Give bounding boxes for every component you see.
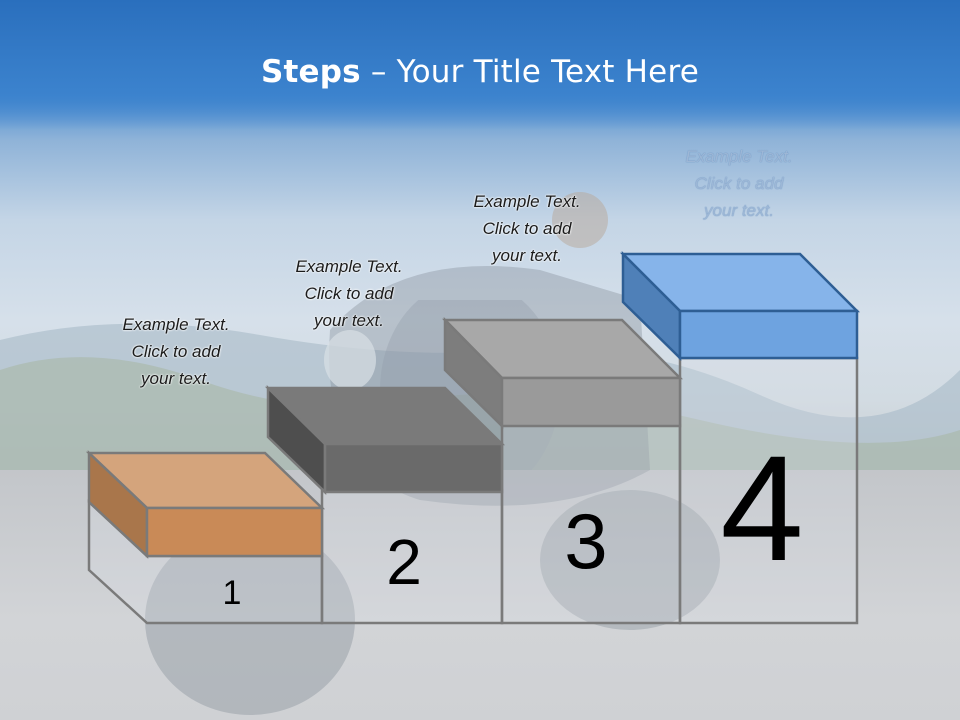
step-caption-3[interactable]: Example Text. Click to add your text. [437,188,617,269]
caption-line: Example Text. [295,257,403,276]
step-number-2: 2 [386,526,422,598]
caption-line: your text. [704,201,774,220]
caption-line: Click to add [694,174,784,193]
step-block-4[interactable] [619,250,861,361]
step-number-4: 4 [720,424,803,592]
caption-line: your text. [492,246,562,265]
step-block-3[interactable] [442,316,684,429]
step-caption-1[interactable]: Example Text. Click to add your text. [86,311,266,392]
step-block-1[interactable] [85,450,326,559]
caption-line: Click to add [131,342,221,361]
caption-line: Example Text. [473,192,581,211]
caption-line: your text. [314,311,384,330]
title-bold: Steps [260,54,361,90]
caption-line: Click to add [482,219,572,238]
title-rest: – Your Title Text Here [360,54,699,90]
step-number-3: 3 [564,497,607,585]
caption-line: Example Text. [122,315,230,334]
caption-line: Example Text. [685,147,793,166]
caption-line: Click to add [304,284,394,303]
slide-title[interactable]: Steps – Your Title Text Here [0,54,960,90]
caption-line: your text. [141,369,211,388]
step-caption-2[interactable]: Example Text. Click to add your text. [259,253,439,334]
step-block-2[interactable] [264,385,506,495]
step-caption-4[interactable]: Example Text. Click to add your text. [649,143,829,224]
title-band [0,0,960,130]
step-number-1: 1 [223,574,242,612]
